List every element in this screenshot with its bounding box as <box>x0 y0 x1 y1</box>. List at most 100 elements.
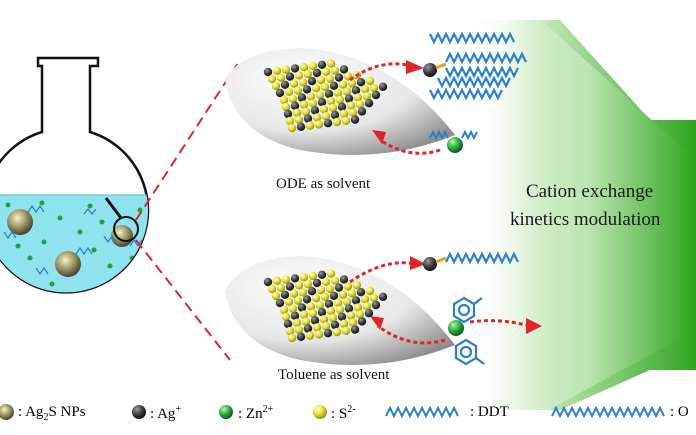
lattice-ag-atom <box>323 119 333 128</box>
lattice-ag-atom <box>334 73 344 82</box>
lattice-ag-atom <box>275 88 285 98</box>
lattice-ag-atom <box>307 287 317 296</box>
lattice-s-atom <box>339 109 349 119</box>
top-exchange <box>349 31 527 155</box>
lattice-s-atom <box>285 116 295 126</box>
lattice-s-atom <box>287 333 297 343</box>
lattice-s-atom <box>339 319 349 328</box>
lattice-s-atom <box>360 85 370 94</box>
lattice-ag-atom <box>350 325 360 334</box>
lattice-s-atom <box>369 293 379 303</box>
lattice-s-atom <box>284 87 294 97</box>
lattice-ag-atom <box>351 86 361 95</box>
zn-ion <box>448 320 464 336</box>
lattice-ag-atom <box>330 110 340 120</box>
lattice-s-atom <box>276 283 286 292</box>
ag-ion <box>423 63 437 77</box>
lattice-s-atom <box>299 62 309 72</box>
lattice-s-atom <box>335 305 345 314</box>
lattice-s-atom <box>285 326 295 336</box>
lattice-s-atom <box>346 101 356 110</box>
top-panel <box>225 48 455 155</box>
lattice-s-atom <box>319 105 329 114</box>
lattice-ag-atom <box>296 122 306 131</box>
legend: : Ag2S NPs : Ag+ : Zn2+ : S2- : DDT : O <box>0 398 696 428</box>
lattice-s-atom <box>311 294 321 303</box>
lattice-ag-atom <box>290 311 300 320</box>
lattice-ag-atom <box>329 81 339 91</box>
lattice-s-atom <box>299 310 309 319</box>
lattice-s-atom <box>326 306 336 316</box>
lattice-s-atom <box>271 291 281 301</box>
lattice-s-atom <box>294 281 304 290</box>
lattice-ag-atom <box>339 275 349 284</box>
lattice-ag-atom <box>339 65 349 74</box>
top-solvent-label: ODE as solvent <box>276 176 371 192</box>
legend-ddt-label: : DDT <box>470 404 509 420</box>
zoom-line-bottom <box>135 239 231 361</box>
lattice-ag-atom <box>303 324 313 333</box>
lattice-s-atom <box>321 277 331 286</box>
lattice-s-atom <box>333 88 343 98</box>
bottom-panel <box>225 256 455 365</box>
lattice-ag-atom <box>317 270 327 279</box>
lattice-ag-atom <box>290 64 300 73</box>
legend-ddt-icon <box>385 405 459 419</box>
lattice-ag-atom <box>303 114 313 123</box>
lattice-s-atom <box>311 84 321 93</box>
bottom-exchange <box>349 251 542 366</box>
lattice-s-atom <box>342 87 352 96</box>
lattice-ag-atom <box>312 68 322 78</box>
lattice-s-atom <box>303 280 313 289</box>
lattice-s-atom <box>305 121 315 130</box>
reaction-flask <box>0 56 150 294</box>
lattice-ag-atom <box>312 278 322 288</box>
lattice-ag-atom <box>285 72 295 81</box>
lattice-s-atom <box>321 322 331 331</box>
lattice-ag-atom <box>290 274 300 283</box>
lattice-s-atom <box>355 310 365 319</box>
legend-zn-icon <box>219 405 233 419</box>
lattice-s-atom <box>306 92 316 101</box>
lattice-ag-atom <box>297 93 307 102</box>
lattice-s-atom <box>342 297 352 306</box>
lattice-s-atom <box>362 302 372 311</box>
lattice-s-atom <box>299 100 309 109</box>
legend-zn-label: : Zn2+ <box>238 404 274 422</box>
lattice-s-atom <box>308 309 318 318</box>
lattice-s-atom <box>267 284 277 294</box>
lattice-ag-atom <box>263 67 273 77</box>
lattice-s-atom <box>338 290 348 299</box>
bottom-solvent-label: Toluene as solvent <box>278 367 390 383</box>
zoom-line-top <box>135 59 241 221</box>
lattice-s-atom <box>281 275 291 284</box>
lattice-ag-atom <box>324 89 334 99</box>
lattice-s-atom <box>348 318 358 327</box>
lattice-s-atom <box>319 315 329 324</box>
lattice-ag-atom <box>296 332 306 341</box>
lattice-ag-atom <box>371 300 381 310</box>
lattice-s-atom <box>298 288 308 297</box>
lattice-s-atom <box>362 92 372 101</box>
arrow-text-line2: kinetics modulation <box>510 209 661 230</box>
lattice-s-atom <box>292 318 302 327</box>
lattice-s-atom <box>326 96 336 106</box>
lattice-s-atom <box>332 117 342 127</box>
lattice-ag-atom <box>285 282 295 291</box>
lattice-s-atom <box>271 81 281 91</box>
lattice-s-atom <box>312 113 322 122</box>
legend-ode-icon <box>551 405 665 419</box>
lattice-s-atom <box>288 304 298 313</box>
lattice-s-atom <box>289 79 299 88</box>
lattice-ag-atom <box>330 320 340 330</box>
lattice-s-atom <box>330 276 340 285</box>
lattice-ag-atom <box>297 303 307 312</box>
lattice-s-atom <box>343 282 353 291</box>
lattice-s-atom <box>333 298 343 307</box>
arrow-text-line1: Cation exchange <box>526 181 654 202</box>
lattice-s-atom <box>352 281 362 290</box>
lattice-s-atom <box>348 108 358 117</box>
lattice-ag-atom <box>323 329 333 338</box>
lattice-s-atom <box>325 284 335 293</box>
lattice-s-atom <box>325 74 335 84</box>
